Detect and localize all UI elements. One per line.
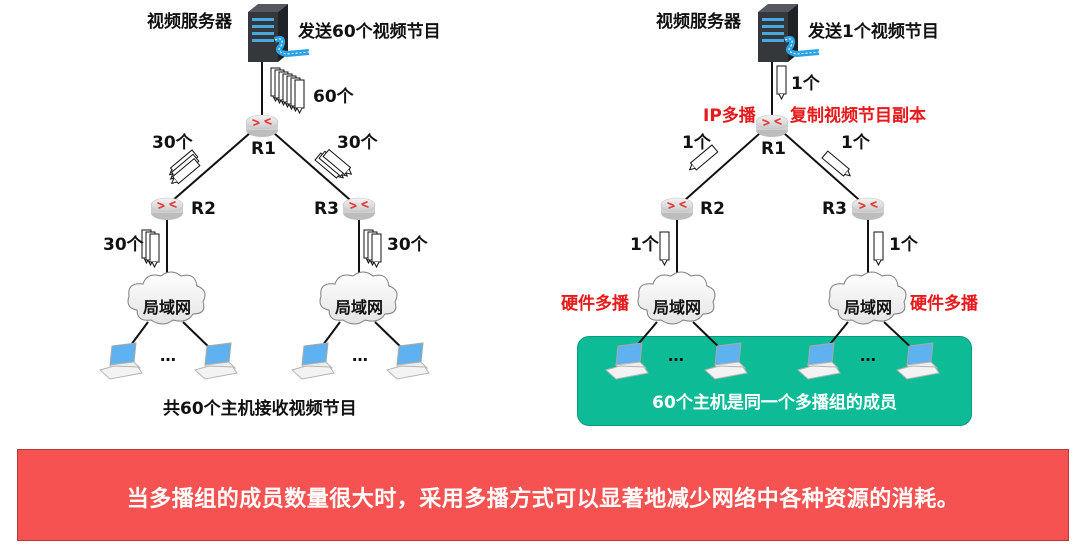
router-r2-label: R2 bbox=[700, 199, 725, 219]
router-r3-icon bbox=[851, 197, 885, 221]
link-r1-r3 bbox=[265, 125, 358, 207]
hardware-multicast-label: 硬件多播 bbox=[561, 294, 629, 314]
server-label: 视频服务器 bbox=[147, 12, 232, 32]
link-r1-r2 bbox=[163, 125, 259, 209]
hardware-multicast-label: 硬件多播 bbox=[910, 294, 978, 314]
count-r1-r2: 1个 bbox=[682, 133, 711, 153]
count-r3-lan: 30个 bbox=[387, 235, 428, 255]
link-r1-r3 bbox=[775, 125, 867, 207]
router-r1-label: R1 bbox=[251, 139, 276, 159]
count-r2-lan: 30个 bbox=[103, 235, 144, 255]
server-action-label: 发送60个视频节目 bbox=[298, 22, 441, 42]
conclusion-text: 当多播组的成员数量很大时，采用多播方式可以显著地减少网络中各种资源的消耗。 bbox=[126, 487, 960, 512]
server-action-label: 发送1个视频节目 bbox=[808, 22, 939, 42]
host-laptop-icon bbox=[797, 342, 841, 380]
hosts-ellipsis: … bbox=[668, 346, 684, 365]
lan-label: 局域网 bbox=[142, 298, 191, 317]
hosts-ellipsis: … bbox=[860, 346, 876, 365]
count-server-r1: 60个 bbox=[313, 87, 354, 107]
count-r2-lan: 1个 bbox=[630, 235, 659, 255]
right-multicast-diagram bbox=[675, 62, 869, 280]
server-label: 视频服务器 bbox=[656, 12, 741, 32]
left-unicast-diagram bbox=[99, 4, 430, 380]
right-multicast-nodes bbox=[605, 4, 940, 380]
packet-r3-lan bbox=[873, 231, 884, 266]
router-r2-label: R2 bbox=[191, 199, 216, 219]
ip-multicast-label: IP多播 bbox=[703, 106, 756, 126]
count-r1-r3: 1个 bbox=[841, 133, 870, 153]
packet-server-r1 bbox=[776, 65, 787, 100]
host-laptop-icon bbox=[896, 342, 940, 380]
count-r1-r3: 30个 bbox=[337, 133, 378, 153]
link-r1-r2 bbox=[675, 125, 769, 209]
host-laptop-icon bbox=[704, 342, 748, 380]
lan-label: 局域网 bbox=[652, 298, 701, 317]
count-r1-r2: 30个 bbox=[152, 133, 193, 153]
count-server-r1: 1个 bbox=[791, 74, 820, 94]
router-r3-label: R3 bbox=[822, 199, 847, 219]
router-r3-label: R3 bbox=[314, 199, 339, 219]
lan-label: 局域网 bbox=[334, 298, 383, 317]
lan-label: 局域网 bbox=[843, 298, 892, 317]
packet-r1-r3 bbox=[821, 150, 854, 180]
router-r1-icon bbox=[755, 114, 789, 138]
left-caption: 共60个主机接收视频节目 bbox=[163, 399, 357, 419]
multicast-group-box: 60个主机是同一个多播组的成员 bbox=[577, 336, 972, 426]
copy-replica-label: 复制视频节目副本 bbox=[790, 106, 926, 126]
hosts-ellipsis: … bbox=[352, 346, 368, 365]
count-r3-lan: 1个 bbox=[889, 235, 918, 255]
host-laptop-icon bbox=[605, 342, 649, 380]
router-r2-icon bbox=[660, 197, 694, 221]
conclusion-banner: 当多播组的成员数量很大时，采用多播方式可以显著地减少网络中各种资源的消耗。 bbox=[17, 449, 1069, 541]
group-caption: 60个主机是同一个多播组的成员 bbox=[652, 393, 897, 413]
hosts-ellipsis: … bbox=[160, 346, 176, 365]
router-r1-label: R1 bbox=[761, 139, 786, 159]
packet-r2-lan bbox=[659, 231, 670, 266]
